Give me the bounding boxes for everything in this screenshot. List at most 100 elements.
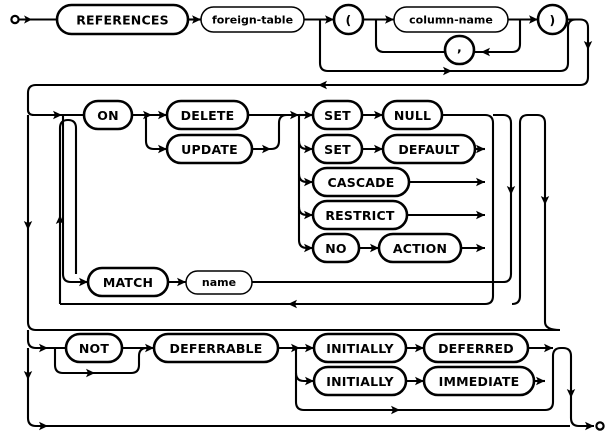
on-branch-loop-return — [58, 118, 69, 304]
node-set-default-set-label: SET — [324, 142, 351, 157]
node-initially-deferred-label: INITIALLY — [326, 341, 394, 356]
node-column-name-label: column-name — [409, 14, 493, 27]
group2-bypass-rail — [26, 115, 560, 332]
arrow-to-deferred — [415, 343, 424, 353]
row1-outer-join — [559, 18, 580, 73]
node-action-label: ACTION — [393, 241, 447, 256]
arrow-group3-right-down — [566, 389, 576, 398]
arrow-group2-entry — [53, 110, 62, 120]
arrow-row1-return — [318, 80, 327, 90]
arrow-to-action — [370, 243, 379, 253]
node-references-label: REFERENCES — [76, 13, 169, 28]
group3-entry — [26, 330, 66, 350]
arrow-to-delete — [158, 110, 167, 120]
node-on-label: ON — [97, 108, 119, 123]
bypass-column-list-down — [318, 19, 560, 73]
merge-null-line — [60, 113, 495, 306]
merge-match-line — [252, 113, 513, 284]
node-foreign-table-label: foreign-table — [212, 14, 293, 27]
arrow-group3-entry — [39, 343, 48, 353]
arrow-to-set-null — [304, 110, 313, 120]
merge-update-line — [252, 113, 299, 151]
not-bypass — [53, 346, 148, 375]
arrow-to-deferrable — [145, 343, 154, 353]
on-branch-loop-stub — [67, 118, 78, 274]
node-comma-box[interactable] — [443, 34, 476, 66]
node-set-null-set-label: SET — [324, 108, 351, 123]
arrow-end — [585, 421, 594, 431]
start-circle-icon — [10, 14, 20, 25]
node-match-label: MATCH — [103, 275, 153, 290]
row1-right-exit — [26, 18, 590, 110]
arrow-merge-immediate — [536, 376, 545, 386]
node-default-label: DEFAULT — [398, 142, 460, 157]
arrow-to-initially2 — [305, 376, 314, 386]
arrow-to-restrict — [304, 210, 313, 220]
arrow-start — [24, 15, 32, 24]
arrow-group2-bypass — [23, 221, 33, 230]
arrow-row1-down — [583, 41, 593, 50]
arrow-to-default — [374, 144, 383, 154]
arrow-group3-bypass-down — [23, 371, 33, 380]
arrow-to-match — [79, 277, 88, 287]
node-restrict-label: RESTRICT — [325, 208, 395, 223]
arrow-bypass-column-list — [443, 66, 452, 76]
arrow-after-merge — [290, 110, 299, 120]
arrow-to-immediate — [415, 376, 424, 386]
row-on-match-group: ON DELETE UPDATE SET — [23, 99, 561, 332]
arrow-group3-bypass-right — [39, 421, 48, 431]
arrow-group2-outer-down — [540, 196, 550, 205]
arrow-merge-default — [476, 144, 485, 154]
arrow-initially-bypass — [391, 405, 400, 415]
node-update-label: UPDATE — [181, 142, 238, 157]
group2-inner-merge — [511, 295, 522, 306]
node-name-label: name — [202, 276, 236, 289]
group3-right-inner-rail — [480, 346, 594, 428]
end-circle-icon — [595, 421, 605, 431]
arrow-merge-action — [476, 243, 485, 253]
arrow-comma-loop — [481, 47, 490, 57]
arrow-to-foreigntable — [192, 15, 201, 24]
arrow-to-cascade — [304, 177, 313, 187]
node-delete-label: DELETE — [181, 108, 235, 123]
group3-choice-branch-immediate — [294, 372, 314, 383]
node-cascade-label: CASCADE — [327, 175, 394, 190]
node-lparen-label: ( — [346, 13, 352, 28]
arrow-merge-deferred — [544, 343, 553, 353]
node-not-label: NOT — [79, 341, 109, 356]
arrow-merge-cascade — [476, 177, 485, 187]
arrow-merge-restrict — [476, 210, 485, 220]
arrow-to-rparen — [529, 15, 538, 24]
arrow-to-name — [177, 277, 186, 287]
arrow-to-set-default — [304, 144, 313, 154]
group2-branch-rail — [61, 115, 88, 284]
arrow-merge-update — [262, 144, 271, 154]
comma-loop-right — [474, 19, 522, 54]
arrow-on-group-return — [288, 299, 297, 309]
arrow-loop-up — [55, 215, 65, 224]
group2-outer-rail — [518, 113, 561, 332]
node-rparen-label: ) — [550, 13, 556, 28]
arrow-not-bypass — [86, 368, 95, 378]
group3-choice-rail — [294, 348, 480, 412]
split-to-update — [144, 115, 167, 151]
arrow-match-merge-down — [506, 186, 516, 195]
arrow-to-null — [374, 110, 383, 120]
node-initially-immediate-label: INITIALLY — [326, 374, 394, 389]
group3-bypass-rail — [26, 348, 570, 428]
node-deferred-label: DEFERRED — [438, 341, 514, 356]
arrow-to-lparen — [325, 15, 334, 24]
group2-entry-line — [26, 109, 84, 117]
node-immediate-label: IMMEDIATE — [439, 374, 520, 389]
arrow-to-initially1 — [305, 343, 314, 353]
node-deferrable-label: DEFERRABLE — [170, 341, 263, 356]
row-references: REFERENCES foreign-table ( column-name , — [10, 3, 593, 110]
comma-loop-left — [374, 19, 445, 54]
arrow-to-update — [158, 144, 167, 154]
arrow-to-columnname — [385, 15, 394, 24]
arrow-to-no — [304, 243, 313, 253]
row-deferrable-group: NOT DEFERRABLE INITIALLY DEFERRED INITIA… — [23, 330, 605, 431]
node-no-label: NO — [325, 241, 347, 256]
node-comma-label: , — [457, 40, 462, 55]
